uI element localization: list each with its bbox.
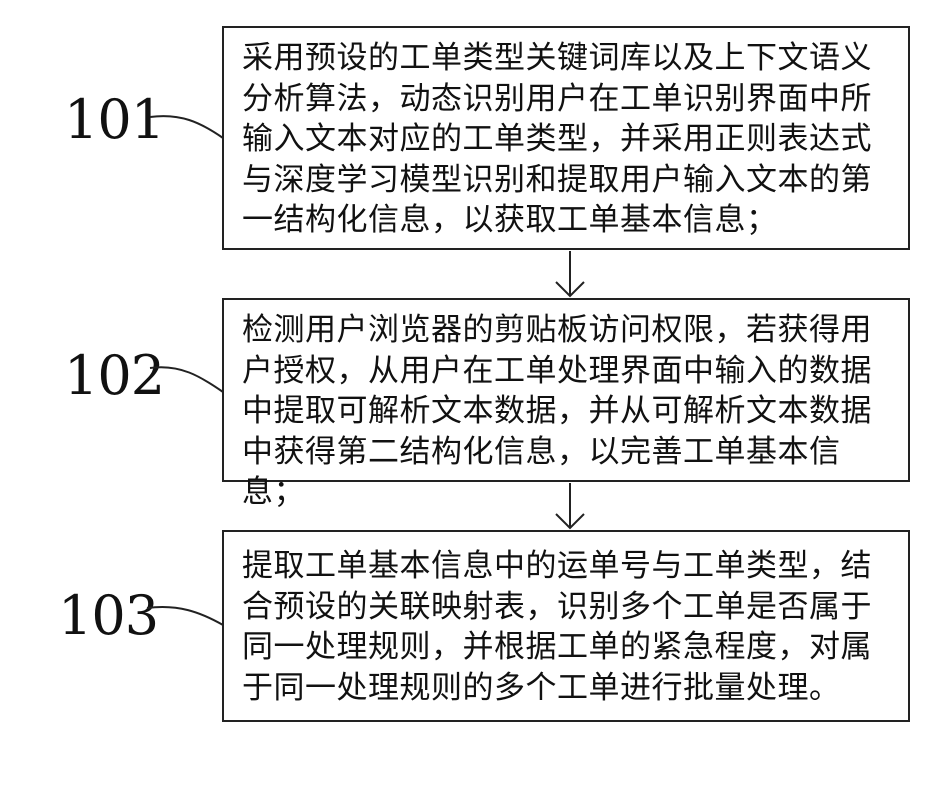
arrow-102-to-103 xyxy=(556,483,584,528)
step-text-101: 采用预设的工单类型关键词库以及上下文语义分析算法，动态识别用户在工单识别界面中所… xyxy=(242,40,872,238)
step-text-103: 提取工单基本信息中的运单号与工单类型，结合预设的关联映射表，识别多个工单是否属于… xyxy=(242,548,872,706)
step-label-101: 101 xyxy=(64,93,164,147)
leader-line-103 xyxy=(147,607,223,625)
step-text-102: 检测用户浏览器的剪贴板访问权限，若获得用户授权，从用户在工单处理界面中输入的数据… xyxy=(242,312,872,510)
step-box-101: 采用预设的工单类型关键词库以及上下文语义分析算法，动态识别用户在工单识别界面中所… xyxy=(222,26,910,250)
step-box-103: 提取工单基本信息中的运单号与工单类型，结合预设的关联映射表，识别多个工单是否属于… xyxy=(222,530,910,722)
arrow-101-to-102 xyxy=(556,251,584,296)
step-label-103: 103 xyxy=(58,589,158,643)
step-label-102: 102 xyxy=(64,349,164,403)
step-box-102: 检测用户浏览器的剪贴板访问权限，若获得用户授权，从用户在工单处理界面中输入的数据… xyxy=(222,298,910,482)
